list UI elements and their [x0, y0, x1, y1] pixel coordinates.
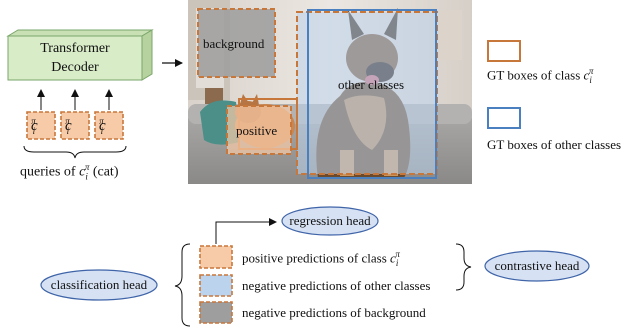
swatch-negative-background — [199, 301, 233, 324]
arrow-to-regression — [215, 218, 277, 244]
photo-overlays — [197, 8, 438, 179]
query-tokens — [26, 89, 124, 140]
regression-head-label: regression head — [289, 213, 371, 228]
contrastive-head-label: contrastive head — [494, 258, 580, 273]
contrastive-head-ellipse — [484, 250, 590, 282]
classification-head-ellipse — [40, 269, 158, 301]
transformer-decoder-label: Transformer Decoder — [8, 39, 142, 77]
classification-head-label: classification head — [50, 277, 148, 292]
transformer-decoder-block — [6, 29, 154, 81]
legend-swatch-gt-class — [487, 40, 521, 62]
legend-gt-class-text: GT boxes of class ciπ — [487, 66, 594, 85]
regression-head-ellipse — [281, 206, 379, 236]
label-positive: positive — [236, 123, 278, 138]
label-background: background — [203, 36, 265, 51]
legend-gt-other-text: GT boxes of other classes — [487, 137, 622, 152]
query-token-1: ciπ — [31, 116, 38, 136]
queries-caption: queries of ciπ (cat) — [20, 162, 119, 182]
swatch-negative-other — [199, 274, 233, 297]
classification-brace — [174, 243, 191, 327]
transformer-label-line1: Transformer — [40, 41, 110, 56]
query-token-2: ciπ — [65, 116, 72, 136]
query-brace — [23, 145, 127, 159]
negative-background-text: negative predictions of background — [242, 305, 426, 320]
transformer-label-line2: Decoder — [51, 60, 99, 75]
negative-other-text: negative predictions of other classes — [242, 278, 431, 293]
positive-predictions-text: positive predictions of class ciπ — [242, 249, 400, 268]
label-other-classes: other classes — [338, 77, 405, 92]
contrastive-brace — [455, 243, 472, 291]
query-token-3: ciπ — [99, 116, 106, 136]
swatch-positive — [199, 245, 233, 269]
legend-swatch-gt-other — [487, 107, 521, 129]
